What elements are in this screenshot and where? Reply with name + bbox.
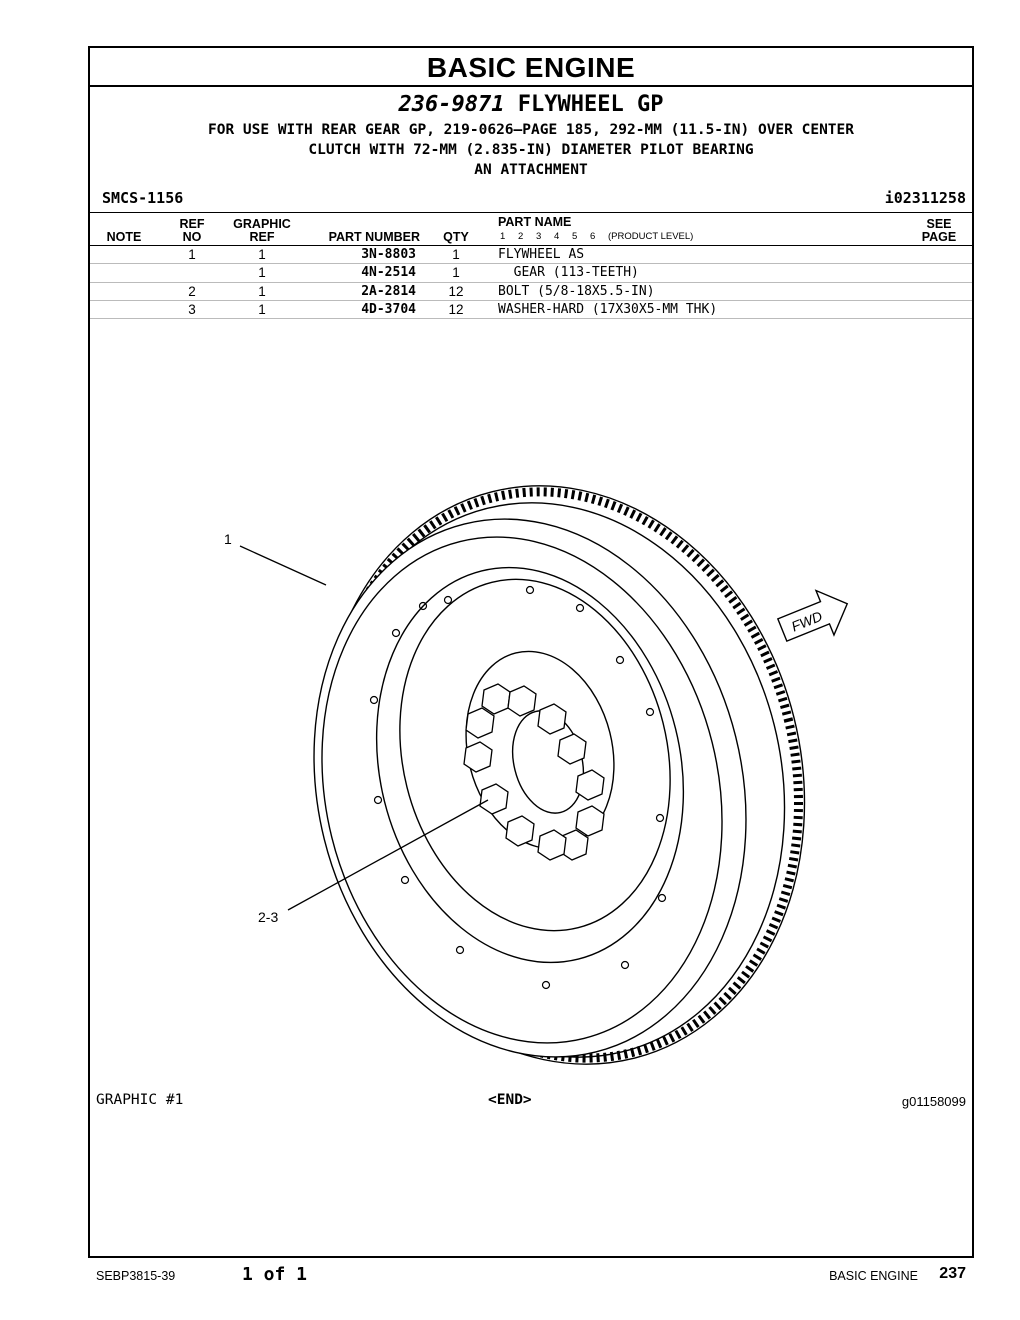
table-header-rule — [90, 245, 972, 246]
part-number: 2A-2814 — [361, 284, 416, 299]
graphic-ref: 1 — [258, 265, 266, 280]
page-number: 237 — [939, 1265, 966, 1282]
ref-no: 3 — [188, 302, 196, 317]
quantity: 1 — [452, 247, 460, 262]
callout-2-label: 2-3 — [258, 909, 278, 925]
group-name: FLYWHEEL GP — [517, 92, 664, 117]
part-number: 3N-8803 — [361, 247, 416, 262]
end-label: <END> — [488, 1092, 532, 1108]
section-title: BASIC ENGINE — [90, 48, 972, 87]
row-divider — [90, 318, 972, 319]
group-number: 236-9871 — [398, 92, 505, 117]
row-divider — [90, 300, 972, 301]
graphic-ref: 1 — [258, 247, 266, 262]
flywheel-face-rim — [321, 536, 723, 1044]
part-number: 4N-2514 — [361, 265, 416, 280]
quantity: 12 — [448, 302, 464, 317]
level-1: 1 — [500, 231, 506, 242]
header-qty: QTY — [443, 230, 469, 244]
quantity: 12 — [448, 284, 464, 299]
header-part-number: PART NUMBER — [328, 230, 420, 244]
table-row: 2 1 2A-2814 12 BOLT (5/8-18X5.5-IN) — [90, 283, 972, 301]
ref-no: 2 — [188, 284, 196, 299]
page-of: 1 of 1 — [242, 1264, 308, 1285]
level-4: 4 — [554, 231, 560, 242]
quantity: 1 — [452, 265, 460, 280]
ring-gear-teeth — [322, 487, 804, 1063]
header-see-bottom: PAGE — [921, 230, 957, 244]
product-level-label: (PRODUCT LEVEL) — [608, 231, 694, 242]
table-row: 1 4N-2514 1 GEAR (113-TEETH) — [90, 264, 972, 282]
graphic-label: GRAPHIC #1 — [96, 1092, 184, 1108]
level-2: 2 — [518, 231, 524, 242]
fwd-arrow-icon: FWD — [776, 589, 849, 643]
header-graphic-bottom: REF — [249, 230, 275, 244]
illustration-id: i02311258 — [884, 189, 966, 207]
callout-1-label: 1 — [224, 531, 232, 547]
group-title: 236-9871 FLYWHEEL GP — [90, 92, 972, 117]
doc-number: SEBP3815-39 — [96, 1269, 176, 1283]
graphic-ref: 1 — [258, 302, 266, 317]
part-name: FLYWHEEL AS — [498, 247, 585, 262]
header-part-name: PART NAME — [498, 215, 572, 229]
header-ref-bottom: NO — [182, 230, 202, 244]
description-line-2: CLUTCH WITH 72-MM (2.835-IN) DIAMETER PI… — [308, 142, 754, 158]
table-top-rule — [90, 212, 972, 213]
row-divider — [90, 263, 972, 264]
part-name: GEAR (113-TEETH) — [498, 265, 639, 280]
rim-holes — [369, 585, 667, 990]
level-6: 6 — [590, 231, 596, 242]
bolt-heads — [463, 683, 605, 861]
table-row: 1 1 3N-8803 1 FLYWHEEL AS — [90, 246, 972, 264]
header-ref-top: REF — [179, 217, 205, 231]
row-divider — [90, 282, 972, 283]
description-line-1: FOR USE WITH REAR GEAR GP, 219-0626—PAGE… — [207, 122, 854, 138]
graphic-id: g01158099 — [901, 1094, 966, 1109]
footer-section: BASIC ENGINE — [829, 1269, 918, 1283]
part-number: 4D-3704 — [361, 302, 416, 317]
callout-2-leader — [287, 799, 489, 911]
description-line-3: AN ATTACHMENT — [474, 162, 588, 178]
header-note: NOTE — [106, 230, 142, 244]
part-name: BOLT (5/8-18X5.5-IN) — [498, 284, 655, 299]
callout-1-leader — [239, 545, 327, 586]
ref-no: 1 — [188, 247, 196, 262]
flywheel-recess — [399, 578, 671, 932]
level-3: 3 — [536, 231, 542, 242]
table-row: 3 1 4D-3704 12 WASHER-HARD (17X30X5-MM T… — [90, 301, 972, 319]
flywheel-clutch-face — [375, 566, 685, 964]
page-frame: BASIC ENGINE 236-9871 FLYWHEEL GP FOR US… — [88, 46, 974, 1258]
flywheel-drawing — [313, 485, 806, 1065]
graphic-ref: 1 — [258, 284, 266, 299]
smcs-code: SMCS-1156 — [102, 189, 184, 207]
header-see-top: SEE — [926, 217, 952, 231]
part-name: WASHER-HARD (17X30X5-MM THK) — [498, 302, 718, 317]
level-5: 5 — [572, 231, 578, 242]
header-graphic-top: GRAPHIC — [233, 217, 291, 231]
